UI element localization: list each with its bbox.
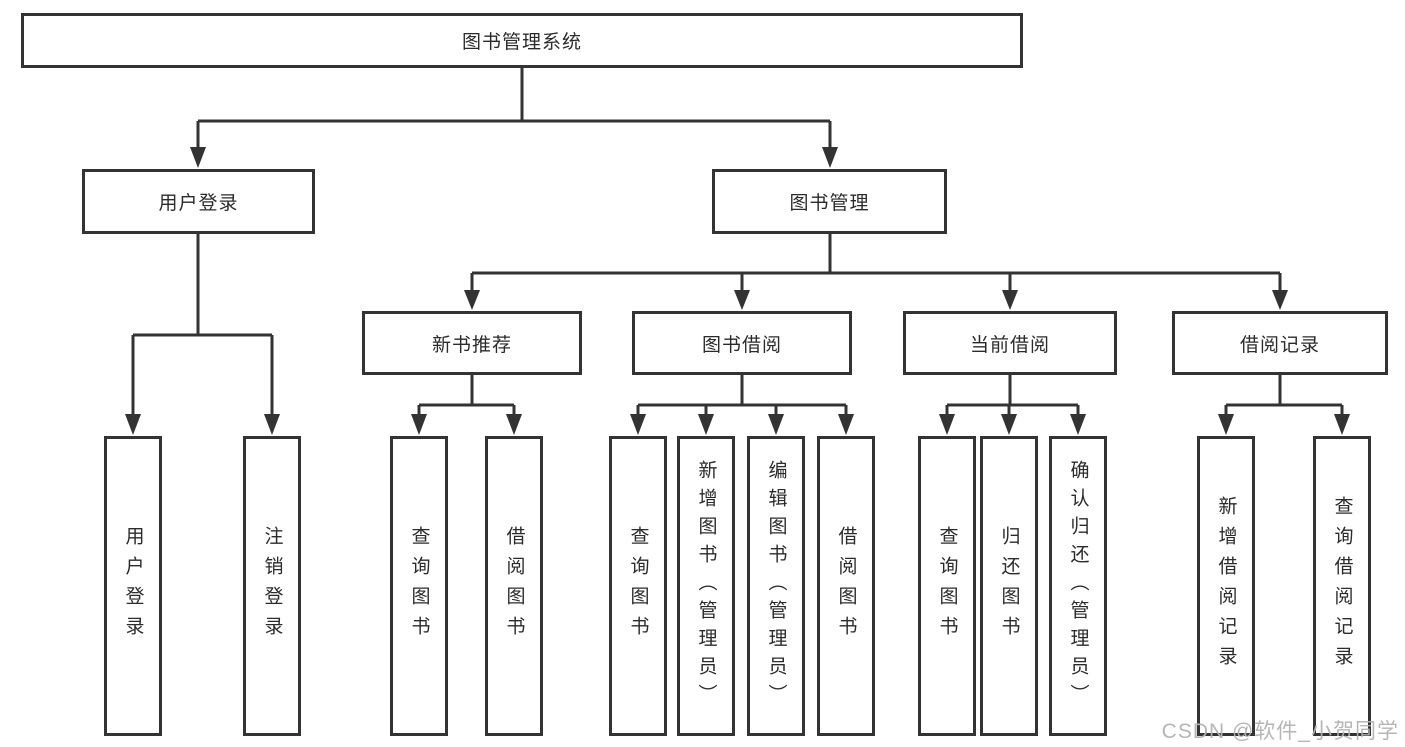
node-leaf-borrow-books-2: 借阅图书 bbox=[817, 436, 875, 736]
node-leaf-confirm-return-admin-label: 确认归还（管理员） bbox=[1067, 460, 1089, 712]
node-leaf-query-books-3: 查询图书 bbox=[918, 436, 976, 736]
node-leaf-edit-books-admin-label: 编辑图书（管理员） bbox=[765, 460, 787, 712]
node-leaf-query-books-3-label: 查询图书 bbox=[936, 526, 958, 646]
node-book-mgmt-branch-label: 图书管理 bbox=[789, 193, 870, 214]
node-leaf-user-login-label: 用户登录 bbox=[122, 526, 144, 646]
node-leaf-edit-books-admin: 编辑图书（管理员） bbox=[747, 436, 805, 736]
node-borrow-records: 借阅记录 bbox=[1172, 311, 1388, 375]
node-book-borrow-label: 图书借阅 bbox=[701, 334, 782, 356]
node-leaf-query-books-1: 查询图书 bbox=[390, 436, 448, 736]
node-book-borrow: 图书借阅 bbox=[632, 311, 852, 375]
node-user-login-branch: 用户登录 bbox=[82, 169, 315, 234]
node-leaf-query-books-2: 查询图书 bbox=[609, 436, 667, 736]
node-leaf-borrow-books-2-label: 借阅图书 bbox=[835, 526, 857, 646]
arrowheads bbox=[125, 147, 1350, 435]
node-current-borrow-label: 当前借阅 bbox=[969, 334, 1050, 356]
node-leaf-query-books-2-label: 查询图书 bbox=[627, 526, 649, 646]
node-leaf-logout-label: 注销登录 bbox=[261, 526, 283, 646]
node-leaf-confirm-return-admin: 确认归还（管理员） bbox=[1049, 436, 1107, 736]
node-book-mgmt-branch: 图书管理 bbox=[712, 169, 947, 234]
node-leaf-return-books: 归还图书 bbox=[980, 436, 1038, 736]
node-leaf-add-books-admin-label: 新增图书（管理员） bbox=[695, 460, 717, 712]
node-leaf-add-books-admin: 新增图书（管理员） bbox=[677, 436, 735, 736]
node-leaf-borrow-books-1-label: 借阅图书 bbox=[503, 526, 525, 646]
node-root-label: 图书管理系统 bbox=[461, 32, 582, 53]
node-leaf-add-borrow-record-label: 新增借阅记录 bbox=[1215, 496, 1237, 676]
node-borrow-records-label: 借阅记录 bbox=[1239, 334, 1320, 356]
node-user-login-branch-label: 用户登录 bbox=[158, 193, 239, 214]
node-leaf-query-borrow-record-label: 查询借阅记录 bbox=[1331, 496, 1353, 676]
node-leaf-add-borrow-record: 新增借阅记录 bbox=[1197, 436, 1255, 736]
node-leaf-user-login: 用户登录 bbox=[104, 436, 162, 736]
node-leaf-logout: 注销登录 bbox=[243, 436, 301, 736]
node-leaf-borrow-books-1: 借阅图书 bbox=[485, 436, 543, 736]
node-root: 图书管理系统 bbox=[21, 13, 1023, 68]
csdn-watermark: CSDN @软件_小贺同学 bbox=[1161, 720, 1399, 743]
node-current-borrow: 当前借阅 bbox=[903, 311, 1117, 375]
node-leaf-query-books-1-label: 查询图书 bbox=[408, 526, 430, 646]
node-leaf-query-borrow-record: 查询借阅记录 bbox=[1313, 436, 1371, 736]
node-leaf-return-books-label: 归还图书 bbox=[998, 526, 1020, 646]
node-new-book-rec: 新书推荐 bbox=[362, 311, 582, 375]
node-new-book-rec-label: 新书推荐 bbox=[431, 334, 512, 356]
